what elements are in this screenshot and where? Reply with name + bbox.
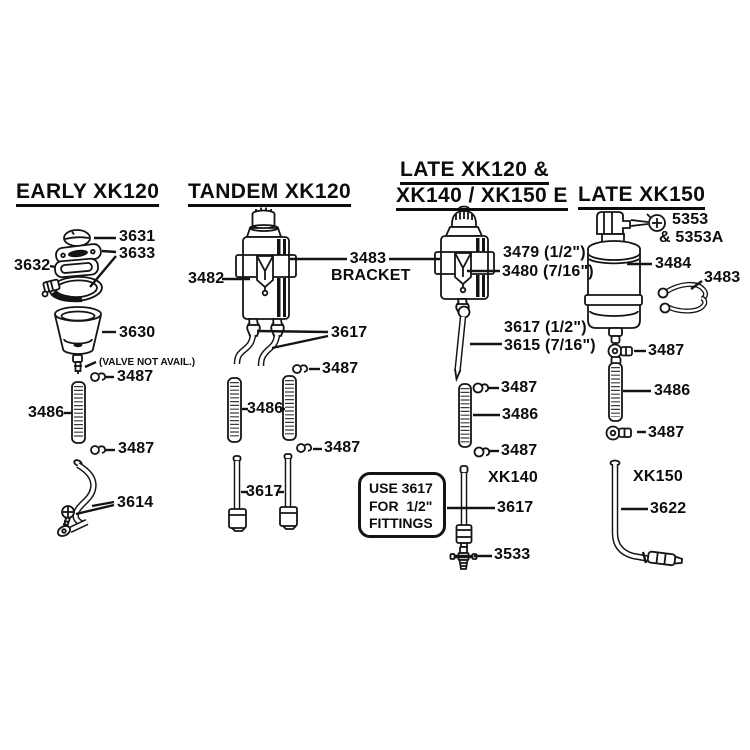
heading-tandem-xk120: TANDEM XK120 bbox=[188, 181, 352, 207]
label-3622: 3622 bbox=[650, 500, 687, 517]
label-3482: 3482 bbox=[188, 270, 225, 287]
label-3483-bracket-word: BRACKET bbox=[331, 267, 411, 284]
label-c1-3486: 3486 bbox=[28, 404, 65, 421]
leader-lines bbox=[49, 236, 703, 558]
note-line-2: FOR 1/2" bbox=[369, 497, 433, 514]
part-3487-fitting-bottom bbox=[90, 445, 107, 455]
part-3617-pipe-xk140 bbox=[455, 465, 473, 548]
leader-3633-a bbox=[101, 249, 117, 254]
leader-c2-3617-b bbox=[271, 334, 329, 350]
label-c2-3486: 3486 bbox=[247, 400, 284, 417]
label-xk150: XK150 bbox=[633, 468, 683, 485]
label-3480: 3480 (7/16") bbox=[502, 263, 594, 280]
part-3487-fitting-bottom bbox=[473, 446, 491, 458]
label-3633: 3633 bbox=[119, 245, 156, 262]
label-3632: 3632 bbox=[14, 257, 51, 274]
part-3486-hoses bbox=[227, 375, 297, 443]
part-3632-gasket bbox=[54, 257, 99, 279]
label-c2-3617-top: 3617 bbox=[331, 324, 368, 341]
leader-3633-b bbox=[89, 255, 117, 288]
part-3487-banjo-bottom bbox=[605, 425, 632, 441]
part-late-reservoir bbox=[434, 205, 495, 315]
label-c2-3487-bottom: 3487 bbox=[324, 439, 361, 456]
label-c4-3486: 3486 bbox=[654, 382, 691, 399]
part-3617-pipes-upper bbox=[233, 334, 281, 367]
label-3615-size: 3615 (7/16") bbox=[504, 337, 596, 354]
part-3487-banjo-top bbox=[607, 343, 633, 359]
part-3483-clamp bbox=[657, 282, 708, 314]
label-xk140: XK140 bbox=[488, 469, 538, 486]
label-3617-size: 3617 (1/2") bbox=[504, 319, 587, 336]
label-3484: 3484 bbox=[655, 255, 692, 272]
label-c3-3617-pipe: 3617 bbox=[497, 499, 534, 516]
label-3614: 3614 bbox=[117, 494, 154, 511]
heading-late-xk120-line2: XK140 / XK150 E bbox=[396, 185, 568, 211]
leader-c4-3483 bbox=[690, 280, 703, 290]
label-c4-3487-top: 3487 bbox=[648, 342, 685, 359]
heading-early-xk120: EARLY XK120 bbox=[16, 181, 160, 207]
part-3622-pipe bbox=[609, 459, 684, 567]
early-xk120-drawing bbox=[41, 229, 107, 537]
leader-c2-3617-a bbox=[256, 329, 329, 334]
label-5353: 5353 bbox=[672, 211, 709, 228]
label-3483-bracket-num: 3483 bbox=[349, 250, 387, 267]
heading-late-xk120-line1: LATE XK120 & bbox=[400, 159, 550, 185]
part-3631-cap bbox=[63, 229, 91, 247]
late-xk150-drawing bbox=[584, 211, 708, 567]
label-c4-3483: 3483 bbox=[704, 269, 741, 286]
part-3533-fitting bbox=[449, 546, 478, 570]
part-3487-fitting-top bbox=[472, 382, 490, 394]
screw-icon-5353 bbox=[630, 213, 666, 232]
label-5353a: & 5353A bbox=[659, 229, 724, 246]
label-c3-3487-bottom: 3487 bbox=[501, 442, 538, 459]
label-c3-3486: 3486 bbox=[502, 406, 539, 423]
heading-late-xk150: LATE XK150 bbox=[578, 184, 706, 210]
part-3487-fitting-top bbox=[90, 372, 107, 382]
label-c4-3487-bottom: 3487 bbox=[648, 424, 685, 441]
part-3486-hose bbox=[608, 356, 623, 422]
label-c1-3487-bottom: 3487 bbox=[118, 440, 155, 457]
label-3630: 3630 bbox=[119, 324, 156, 341]
part-3614-hose-assembly bbox=[56, 459, 97, 537]
note-line-3: FITTINGS bbox=[369, 515, 433, 531]
leader-valve-note bbox=[84, 360, 97, 369]
leader-3614-a bbox=[91, 500, 115, 508]
part-3486-hose bbox=[458, 383, 472, 448]
tandem-xk120-drawing bbox=[227, 207, 313, 532]
part-3617-pipes-lower bbox=[228, 453, 298, 532]
part-3615-pipe bbox=[454, 305, 471, 383]
label-c2-3617-bottom: 3617 bbox=[246, 483, 283, 500]
part-clamp-band bbox=[41, 275, 103, 303]
note-box-use-3617: USE 3617 FOR 1/2" FITTINGS bbox=[358, 472, 446, 538]
part-3630-reservoir bbox=[54, 306, 102, 374]
label-3479: 3479 (1/2") bbox=[503, 244, 586, 261]
label-c2-3487-top: 3487 bbox=[322, 360, 359, 377]
label-c3-3487-top: 3487 bbox=[501, 379, 538, 396]
label-valve-not-avail: (VALVE NOT AVAIL.) bbox=[99, 357, 196, 368]
leader-3632 bbox=[49, 264, 56, 269]
part-3482-reservoir bbox=[235, 207, 297, 337]
leader-3614-b bbox=[75, 503, 115, 516]
label-3533: 3533 bbox=[494, 546, 531, 563]
part-3487-fitting-top bbox=[292, 364, 309, 374]
label-3631: 3631 bbox=[119, 228, 156, 245]
label-3483-bracket: 3483 BRACKET bbox=[331, 250, 411, 284]
note-line-1: USE 3617 bbox=[369, 480, 433, 496]
part-3484-reservoir bbox=[584, 211, 643, 344]
part-3486-hose bbox=[71, 381, 86, 444]
label-c1-3487-top: 3487 bbox=[117, 368, 154, 385]
part-3487-fitting-bottom bbox=[296, 443, 313, 453]
